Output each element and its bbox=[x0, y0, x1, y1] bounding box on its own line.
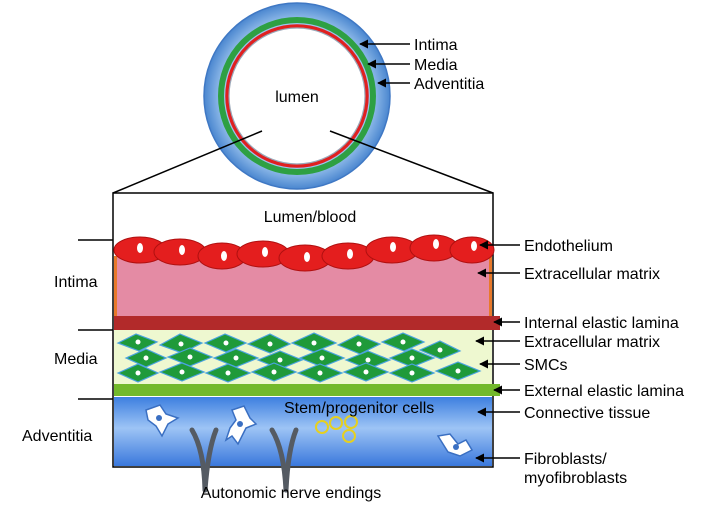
nerve-endings bbox=[189, 427, 299, 493]
external-elastic-lamina bbox=[114, 384, 500, 396]
smc-cell bbox=[418, 340, 462, 360]
smc-cell bbox=[204, 363, 252, 383]
vessel-label-intima: Intima bbox=[414, 37, 458, 54]
lumen-blood-label: Lumen/blood bbox=[264, 209, 357, 226]
label-external-lamina: External elastic lamina bbox=[524, 383, 684, 400]
media-ring bbox=[218, 17, 376, 175]
smc-cell bbox=[158, 362, 206, 382]
label-intima-matrix: Extracellular matrix bbox=[524, 266, 660, 283]
endothelial-cell bbox=[197, 242, 247, 270]
left-label-adventitia: Adventitia bbox=[22, 428, 92, 445]
label-internal-lamina: Internal elastic lamina bbox=[524, 315, 679, 332]
smc-cell bbox=[116, 333, 159, 352]
fibroblast-cell bbox=[224, 405, 258, 446]
label-fibroblasts: Fibroblasts/ bbox=[524, 451, 607, 468]
intima-ring bbox=[225, 24, 369, 168]
smc-cell bbox=[434, 361, 482, 381]
label-myofibroblasts: myofibroblasts bbox=[524, 470, 627, 487]
stem-progenitor-cells bbox=[315, 415, 358, 443]
lumen-area bbox=[228, 27, 366, 165]
smc-cell bbox=[388, 363, 436, 383]
endothelial-cell bbox=[321, 242, 375, 270]
smc-cell bbox=[380, 332, 426, 352]
intima-edge-left bbox=[114, 256, 117, 316]
smc-layer bbox=[116, 332, 482, 383]
vessel-label-media: Media bbox=[414, 57, 458, 74]
internal-elastic-lamina bbox=[114, 316, 500, 330]
label-endothelium: Endothelium bbox=[524, 238, 613, 255]
vessel-layer-annotations: Intima Media Adventitia bbox=[359, 37, 484, 93]
left-label-media: Media bbox=[54, 351, 98, 368]
section-left-labels: Intima Media Adventitia bbox=[22, 239, 113, 445]
vessel-cross-section: lumen bbox=[203, 2, 391, 190]
zoom-line-right bbox=[329, 130, 494, 194]
smc-cell bbox=[203, 333, 248, 353]
smc-cell bbox=[342, 362, 390, 382]
zoom-line-left bbox=[112, 130, 263, 194]
label-media-matrix: Extracellular matrix bbox=[524, 334, 660, 351]
smc-cell bbox=[336, 334, 382, 355]
smc-cell bbox=[298, 348, 346, 368]
smc-cell bbox=[296, 363, 344, 383]
smc-cell bbox=[246, 333, 292, 354]
endothelial-cell bbox=[153, 238, 207, 266]
smc-cell bbox=[290, 332, 338, 353]
smc-cell bbox=[250, 362, 298, 382]
section-right-labels: Endothelium Extracellular matrix Interna… bbox=[475, 238, 684, 487]
left-label-intima: Intima bbox=[54, 274, 98, 291]
smc-cell bbox=[344, 350, 392, 370]
vessel-label-adventitia: Adventitia bbox=[414, 76, 484, 93]
smc-cell bbox=[116, 363, 160, 383]
wall-section: Lumen/blood bbox=[112, 192, 500, 493]
nerve-endings-label: Autonomic nerve endings bbox=[201, 485, 382, 502]
fibroblast-cell bbox=[145, 404, 180, 438]
fibroblast-cell bbox=[436, 433, 474, 457]
endothelial-cell bbox=[113, 236, 167, 264]
endothelial-cell bbox=[409, 234, 459, 262]
stem-cells-label: Stem/progenitor cells bbox=[284, 400, 434, 417]
lumen-label: lumen bbox=[275, 89, 319, 106]
adventitia-layer bbox=[114, 397, 492, 466]
intima-edge-right bbox=[489, 256, 492, 316]
label-connective-tissue: Connective tissue bbox=[524, 405, 650, 422]
smc-cell bbox=[388, 348, 436, 368]
endothelial-cell bbox=[449, 236, 495, 264]
label-smcs: SMCs bbox=[524, 357, 568, 374]
